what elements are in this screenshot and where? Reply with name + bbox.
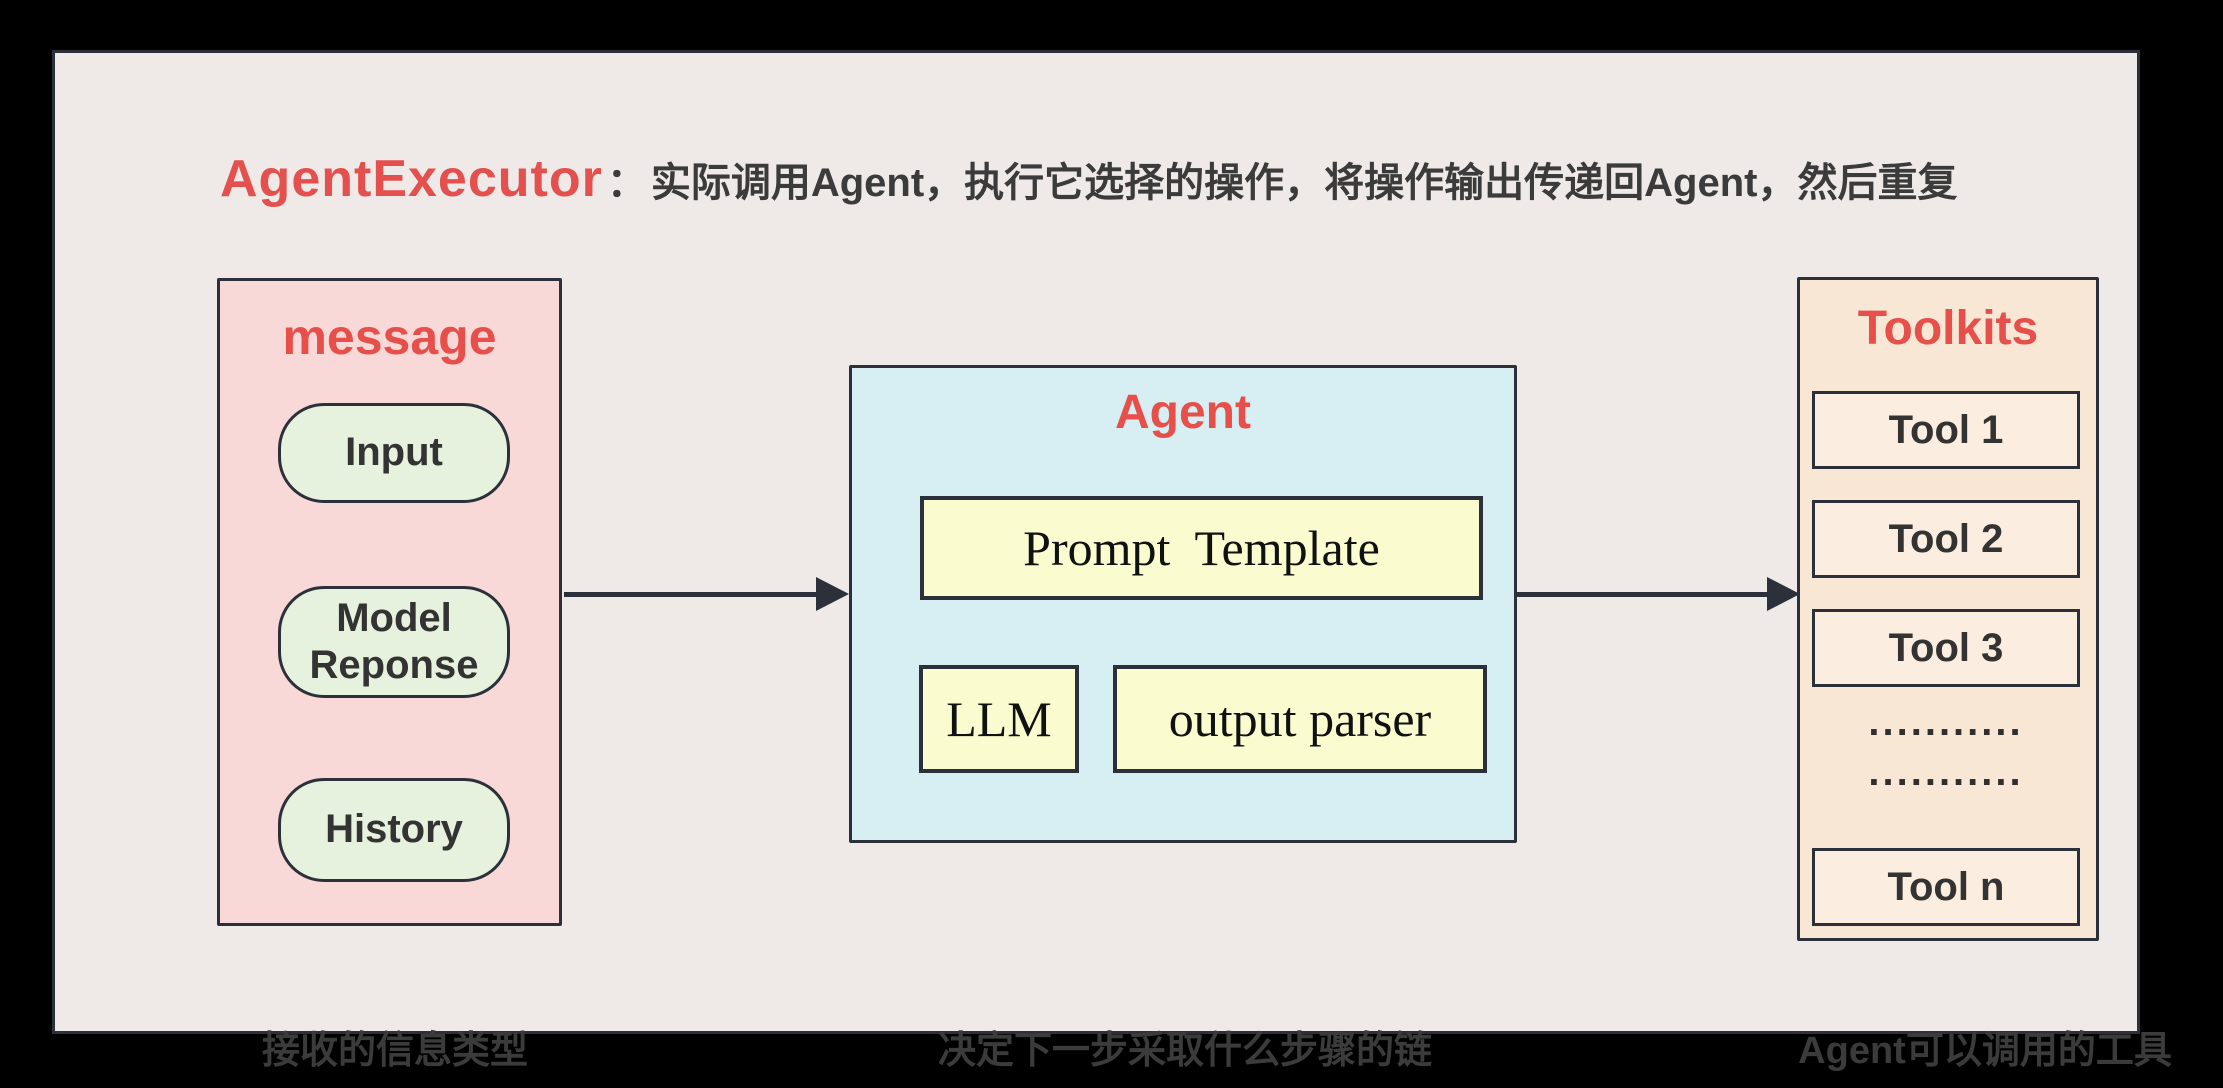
arrow-line (1517, 592, 1767, 597)
arrow-head-icon (1767, 577, 1800, 611)
arrow-head-icon (816, 577, 849, 611)
agent-panel-title: Agent (1115, 386, 1251, 439)
message-panel-title: message (282, 309, 497, 365)
ellipsis-row: ........... (1868, 750, 2024, 794)
caption-message: 接收的信息类型 (261, 1030, 528, 1072)
title-description: 实际调用Agent，执行它选择的操作，将操作输出传递回Agent，然后重复 (650, 161, 1958, 205)
toolkits-panel-title: Toolkits (1857, 302, 2039, 355)
message-item-model-response: Model Reponse (278, 586, 510, 698)
prompt-template-box: Prompt Template (920, 496, 1483, 600)
caption-agent: 决定下一步采取什么步骤的链 (937, 1030, 1432, 1072)
title-brand: AgentExecutor (220, 150, 603, 208)
ellipsis-row: ........... (1868, 700, 2024, 744)
tool-item-2: Tool 2 (1812, 500, 2080, 578)
tool-item-1: Tool 1 (1812, 391, 2080, 469)
output-parser-box: output parser (1113, 665, 1487, 773)
arrow-line (564, 592, 816, 597)
llm-box: LLM (919, 665, 1079, 773)
page-title: AgentExecutor ： 实际调用Agent，执行它选择的操作，将操作输出… (220, 149, 1957, 219)
message-item-input: Input (278, 403, 510, 503)
title-colon: ： (606, 161, 647, 205)
diagram-canvas: AgentExecutor ： 实际调用Agent，执行它选择的操作，将操作输出… (52, 50, 2172, 1072)
tool-item-n: Tool n (1812, 848, 2080, 926)
tool-item-3: Tool 3 (1812, 609, 2080, 687)
message-item-history: History (278, 778, 510, 882)
caption-toolkits: Agent可以调用的工具 (1798, 1030, 2172, 1072)
